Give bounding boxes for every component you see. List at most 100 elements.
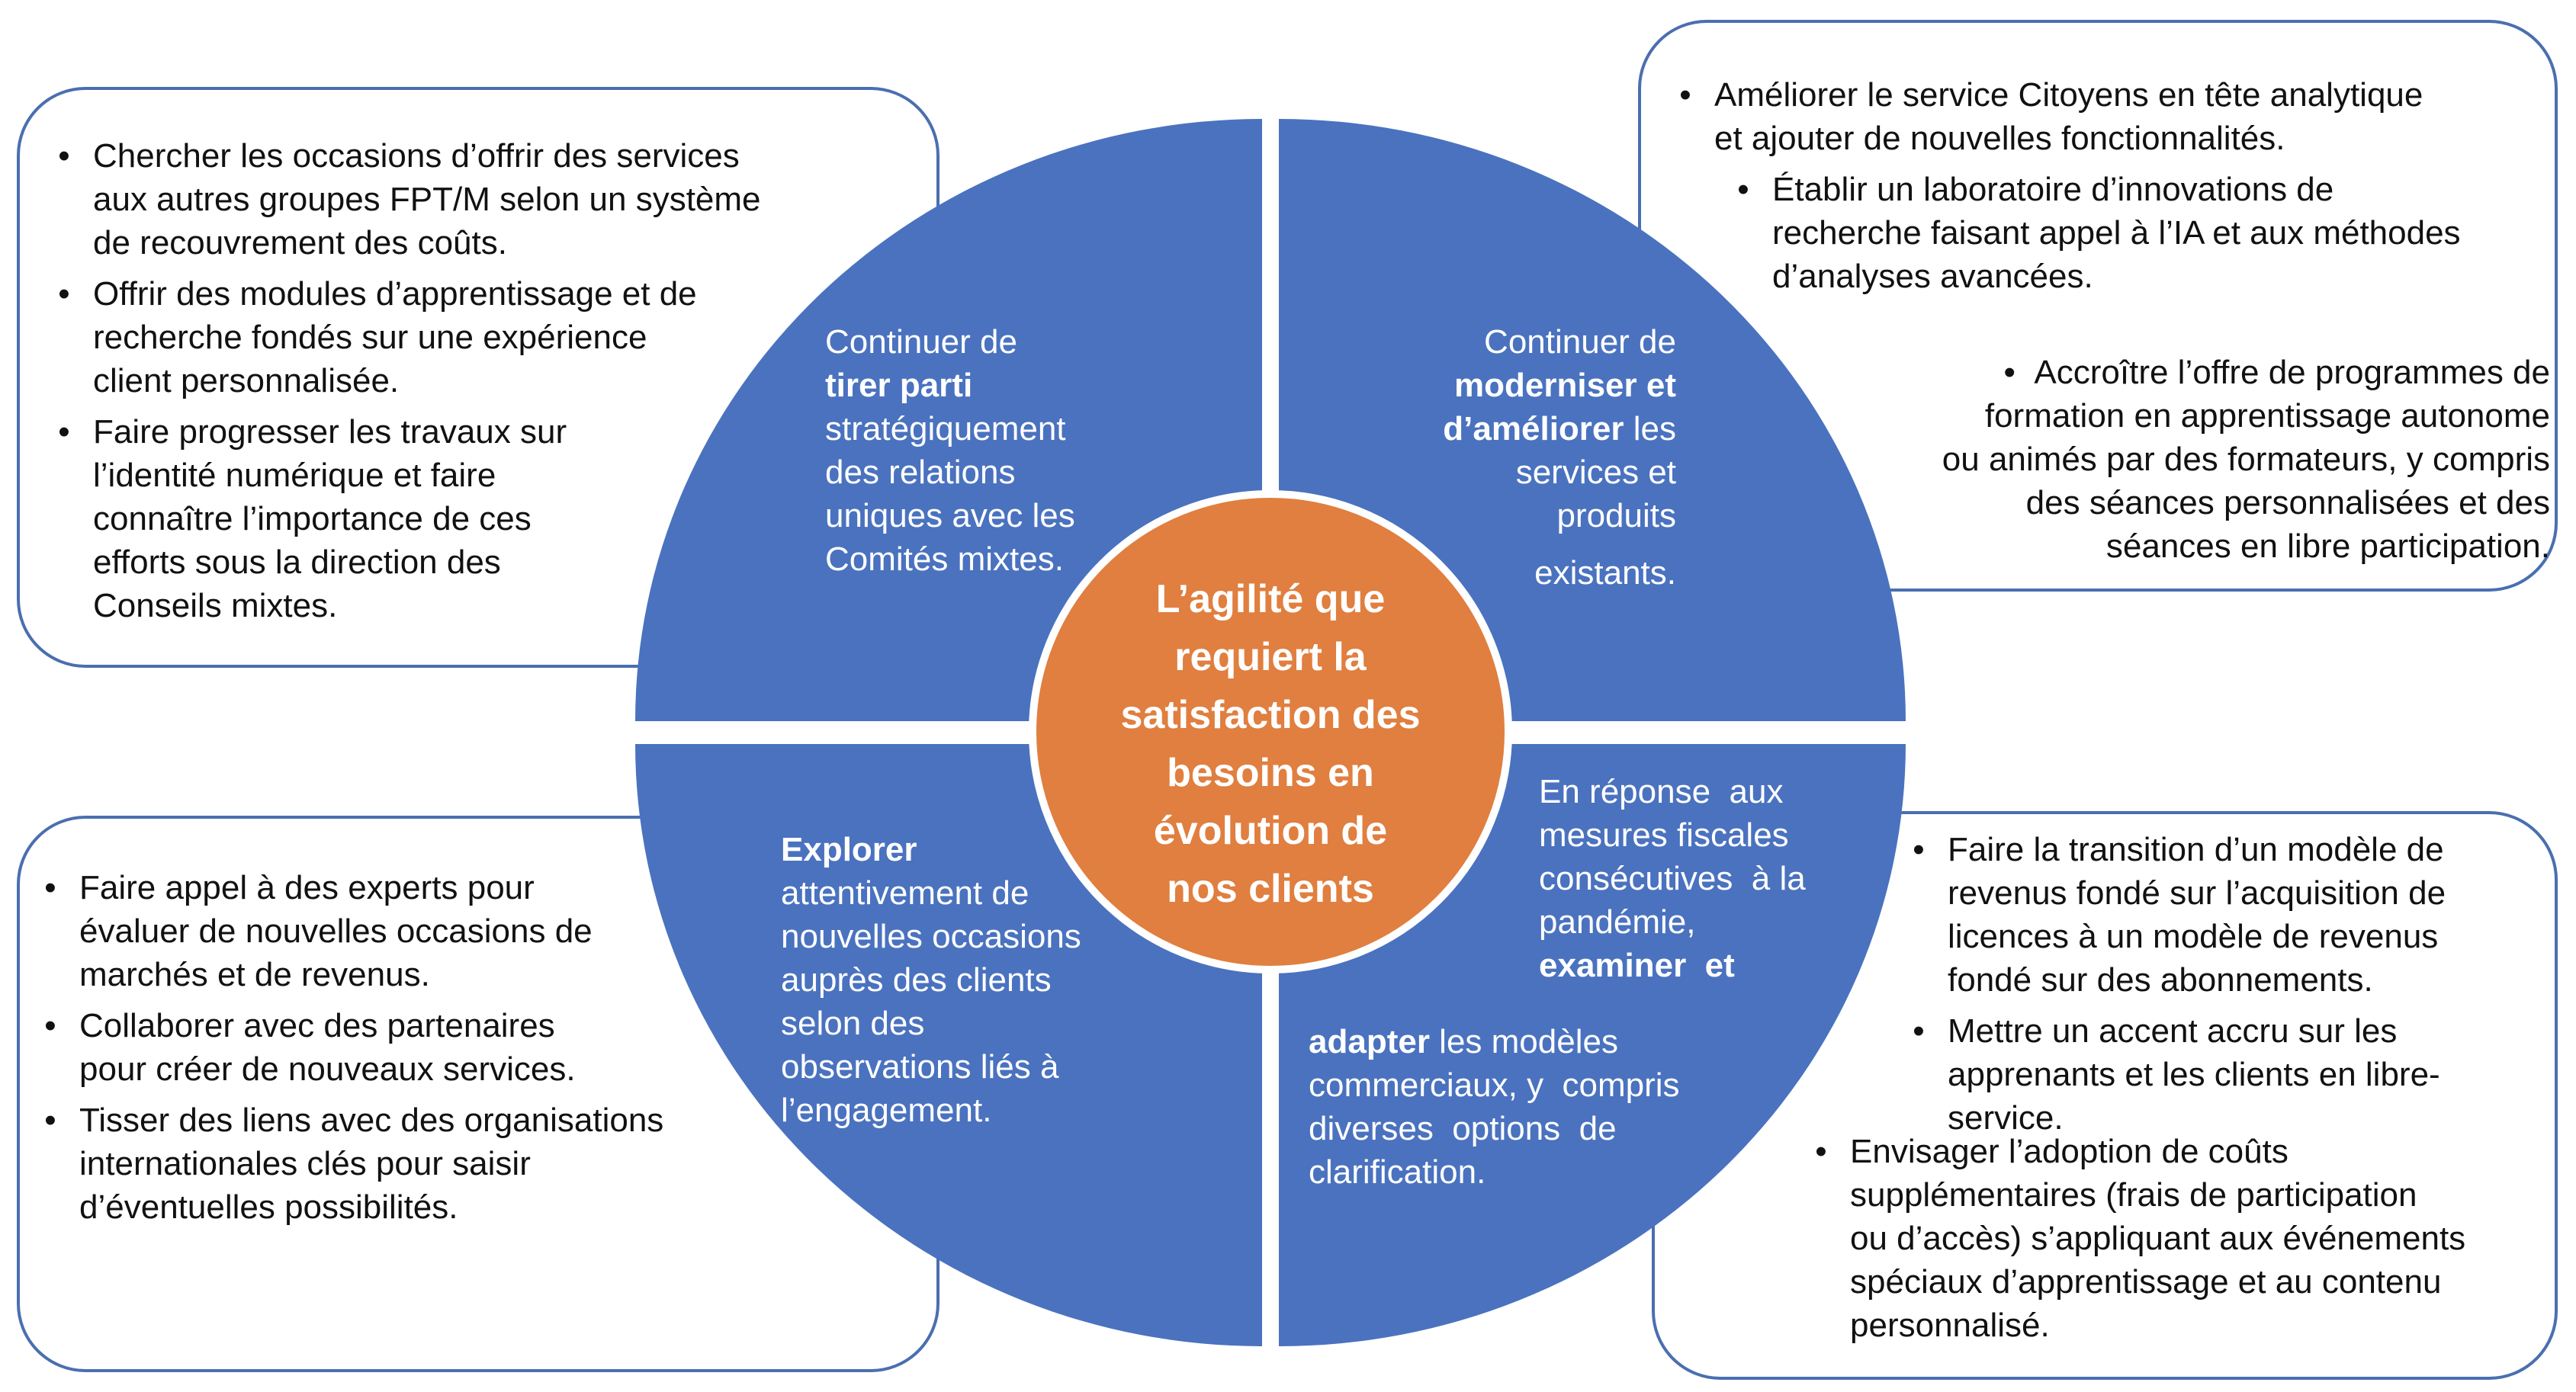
quadrant-text-line: Continuer de — [825, 323, 1017, 361]
list-item: • Établir un laboratoire d’innovations d… — [1728, 168, 2532, 298]
bullet-icon: • — [58, 137, 70, 175]
list-item: • Mettre un accent accru sur les apprena… — [1903, 1009, 2544, 1140]
list-item: • Faire appel à des experts pour évaluer… — [35, 866, 912, 996]
quadrant-text-bold: adapter — [1309, 1023, 1430, 1060]
quadrant-text-line: commerciaux, y compris — [1309, 1066, 1680, 1104]
list-item: • Faire la transition d’un modèle de rev… — [1903, 828, 2544, 1002]
quadrant-text-line: Comités mixtes. — [825, 540, 1064, 578]
list-item-line: licences à un modèle de revenus — [1948, 918, 2439, 955]
quadrant-text-bold: tirer parti — [825, 367, 973, 404]
list-item-line: Établir un laboratoire d’innovations de — [1772, 171, 2334, 208]
box-bottom-right-list-lower: • Envisager l’adoption de coûts suppléme… — [1806, 1130, 2538, 1355]
quadrant-text-suffix: les — [1624, 410, 1676, 447]
quadrant-text-line: diverses options de — [1309, 1110, 1617, 1147]
center-line: nos clients — [1167, 867, 1374, 911]
quadrant-text-line: pandémie, — [1539, 903, 1696, 941]
list-item: • Chercher les occasions d’offrir des se… — [49, 134, 903, 265]
list-item-line: client personnalisée. — [93, 362, 400, 399]
list-item-line: Offrir des modules d’apprentissage et de — [93, 275, 697, 313]
box-bottom-left-list: • Faire appel à des experts pour évaluer… — [35, 866, 912, 1236]
quadrant-text-line: consécutives à la — [1539, 860, 1806, 897]
center-line: évolution de — [1153, 809, 1388, 853]
list-item-line: Faire la transition d’un modèle de — [1948, 831, 2444, 868]
quadrant-text-line: nouvelles occasions — [781, 918, 1081, 955]
list-item: • Faire progresser les travaux sur l’ide… — [49, 410, 903, 627]
box-top-right-list-right: • Accroître l’offre de programmes de for… — [1830, 351, 2550, 568]
quadrant-text-line: uniques avec les — [825, 497, 1075, 534]
quadrant-text-line: existants. — [1534, 554, 1676, 592]
quadrant-text-line: selon des — [781, 1005, 925, 1042]
quadrant-text-suffix: les modèles — [1429, 1023, 1618, 1060]
center-circle — [1029, 490, 1512, 973]
list-item-line: marchés et de revenus. — [79, 956, 430, 993]
list-item-line: service. — [1948, 1099, 2064, 1137]
quadrant-text-line: auprès des clients — [781, 961, 1052, 999]
quadrant-text-line: En réponse aux — [1539, 773, 1784, 810]
list-item-line: évaluer de nouvelles occasions de — [79, 912, 593, 950]
center-line: requiert la — [1174, 635, 1367, 679]
bullet-icon: • — [1913, 831, 1925, 868]
bullet-icon: • — [1679, 76, 1691, 114]
box-bottom-right-list: • Faire la transition d’un modèle de rev… — [1903, 828, 2544, 1147]
bullet-icon: • — [58, 275, 70, 313]
list-item-line: séances en libre participation. — [2105, 528, 2550, 565]
quadrant-text-line: des relations — [825, 454, 1016, 491]
list-item-line: recherche fondés sur une expérience — [93, 319, 647, 356]
list-item: • Envisager l’adoption de coûts suppléme… — [1806, 1130, 2538, 1347]
list-item-line: personnalisé. — [1850, 1307, 2050, 1344]
list-item: • Offrir des modules d’apprentissage et … — [49, 272, 903, 403]
list-item-line: Chercher les occasions d’offrir des serv… — [93, 137, 740, 175]
center-line: L’agilité que — [1155, 577, 1386, 621]
quadrant-text-line: observations liés à — [781, 1048, 1059, 1086]
list-item-line: d’analyses avancées. — [1772, 258, 2093, 295]
list-item-line: Envisager l’adoption de coûts — [1850, 1133, 2289, 1170]
list-item: • Tisser des liens avec des organisation… — [35, 1099, 912, 1229]
list-item-line: connaître l’importance de ces — [93, 500, 532, 537]
list-item-line: des séances personnalisées et des — [2025, 484, 2550, 521]
quadrant-bottom-left-text: Explorer attentivement de nouvelles occa… — [781, 828, 1081, 1132]
list-item-line: spéciaux d’apprentissage et au contenu — [1850, 1263, 2442, 1301]
quadrant-bottom-right-text-upper: En réponse aux mesures fiscales consécut… — [1539, 770, 1806, 987]
box-top-right-list: • Améliorer le service Citoyens en tête … — [1670, 73, 2532, 306]
list-item-line: ou animés par des formateurs, y compris — [1942, 441, 2550, 478]
quadrant-text-line: clarification. — [1309, 1153, 1486, 1191]
list-item-line: apprenants et les clients en libre- — [1948, 1056, 2440, 1093]
list-item-line: Mettre un accent accru sur les — [1948, 1012, 2398, 1050]
list-item-line: recherche faisant appel à l’IA et aux mé… — [1772, 214, 2461, 252]
list-item-first-line: • Accroître l’offre de programmes de — [1830, 351, 2550, 394]
list-item-line: pour créer de nouveaux services. — [79, 1050, 576, 1088]
quadrant-text-line: mesures fiscales — [1539, 816, 1789, 854]
list-item-line: Faire appel à des experts pour — [79, 869, 535, 906]
quadrant-text-bold: d’améliorer — [1443, 410, 1624, 447]
list-item-line: revenus fondé sur l’acquisition de — [1948, 874, 2446, 912]
list-item-line: fondé sur des abonnements. — [1948, 961, 2373, 999]
list-item-line: ou d’accès) s’appliquant aux événements — [1850, 1220, 2466, 1257]
quadrant-text-line: produits — [1556, 497, 1676, 534]
bullet-icon: • — [1737, 171, 1749, 208]
list-item-line: de recouvrement des coûts. — [93, 224, 507, 261]
list-item-line: aux autres groupes FPT/M selon un systèm… — [93, 181, 761, 218]
list-item-line: Accroître l’offre de programmes de — [2034, 354, 2550, 391]
list-item-line: Faire progresser les travaux sur — [93, 413, 567, 451]
quadrant-text-bold: moderniser et — [1454, 367, 1676, 404]
bullet-icon: • — [58, 413, 70, 451]
list-item-line: et ajouter de nouvelles fonctionnalités. — [1714, 120, 2285, 157]
quadrant-text-line: attentivement de — [781, 874, 1029, 912]
quadrant-text-line: l’engagement. — [781, 1092, 992, 1129]
quadrant-top-right-text: Continuer de moderniser et d’améliorer l… — [1296, 320, 1676, 595]
list-item-line: Conseils mixtes. — [93, 587, 338, 624]
quadrant-text-bold: Explorer — [781, 831, 917, 868]
bullet-icon: • — [44, 1102, 56, 1139]
quadrant-top-left-text: Continuer de tirer parti stratégiquement… — [825, 320, 1075, 581]
quadrant-text-bold: examiner et — [1539, 947, 1735, 984]
bullet-icon: • — [44, 869, 56, 906]
list-item-line: Améliorer le service Citoyens en tête an… — [1714, 76, 2423, 114]
quadrant-text-line: stratégiquement — [825, 410, 1066, 447]
quadrant-text-line: Continuer de — [1484, 323, 1676, 361]
center-line: besoins en — [1167, 751, 1374, 795]
list-item-line: Collaborer avec des partenaires — [79, 1007, 555, 1044]
list-item-line: supplémentaires (frais de participation — [1850, 1176, 2417, 1214]
list-item: • Accroître l’offre de programmes de for… — [1830, 351, 2550, 568]
list-item-line: l’identité numérique et faire — [93, 457, 496, 494]
